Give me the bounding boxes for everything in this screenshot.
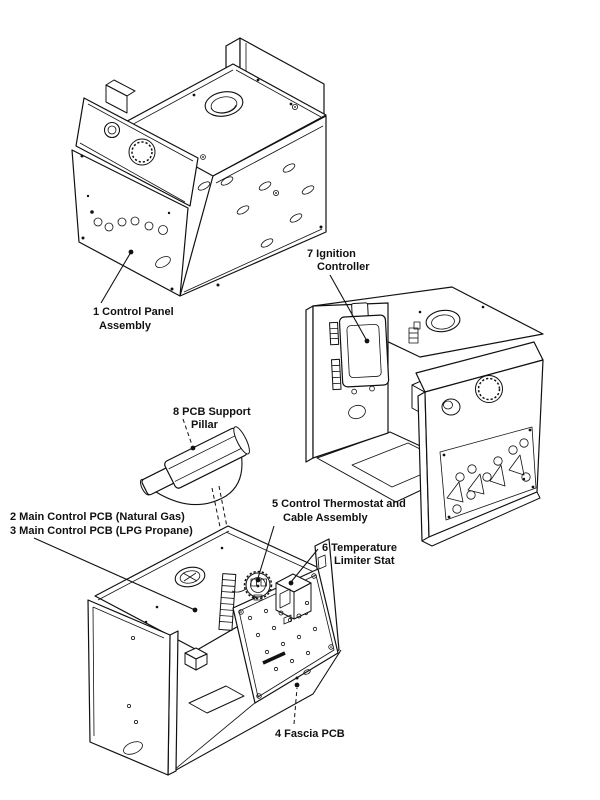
top-grommet-hole-2 [425,309,461,333]
front-panel-holes [90,210,171,268]
leader-part6 [290,548,319,583]
pcb-connector [262,651,286,665]
door-oval-hole [123,741,143,755]
support-pillar [139,426,250,496]
pcb-view-drawing [87,525,342,776]
fascia-knob-small [441,398,461,416]
fascia-knob-large [475,375,503,403]
pcb-support-pillar-detail [139,426,250,567]
label-part8-line1: 8 PCB Support [173,406,251,418]
detail-bubble-arc [155,451,243,506]
label-part1-line2: Assembly [99,320,152,332]
leader-dot-part8 [190,445,196,451]
controller-connectors [329,321,342,391]
control-thermostat [231,570,273,601]
label-plate [188,685,245,714]
leader-dot-part1 [128,249,134,255]
indicator-holes [452,438,531,514]
side-wall-edge [305,305,314,463]
ignition-controller [329,302,390,395]
leader-part8 [182,418,193,446]
leader-part7 [329,274,368,342]
temperature-limiter-stat [275,573,312,625]
cable-clip [408,321,421,344]
label-part2: 2 Main Control PCB (Natural Gas) [10,511,185,523]
front-door-panel [87,599,171,776]
label-part5-line1: 5 Control Thermostat and [272,498,406,510]
ignition-controller-view-drawing [305,286,544,547]
top-panel-bolt [200,104,298,160]
pcb-edge-bracket [184,647,208,671]
label-part7-line2: Controller [317,261,370,273]
wall-oval-hole [348,404,366,420]
side-panel [179,115,327,297]
control-knob-large [128,138,156,166]
top-grommet-hole [204,91,244,117]
label-part1-line1: 1 Control Panel [93,306,174,318]
pcb-grommet [174,566,206,588]
fascia-bottom-edge [421,491,541,547]
leader-dot-part2-3 [192,607,198,613]
leader-part5 [257,525,275,579]
leader-dot-part7 [364,338,370,344]
leader-dot-part4 [294,682,300,688]
terminal-block [105,79,136,114]
leader-dot-part5 [255,577,261,583]
label-part3: 3 Main Control PCB (LPG Propane) [10,525,193,537]
label-part6-line2: Limiter Stat [334,555,395,567]
label-part7-line1: 7 Ignition [307,248,356,260]
leader-part2-3 [33,537,196,611]
igniter-button [103,121,121,139]
indicator-subpanel [439,426,537,521]
control-panel-assembly-drawing [71,37,327,297]
indicator-triangles [446,454,525,503]
label-part6-line1: 6 Temperature [322,542,397,554]
label-part4: 4 Fascia PCB [275,728,345,740]
vent-slots [197,163,315,248]
fascia-pcb-holes [247,594,318,672]
leader-part4 [293,687,298,725]
label-part8-line2: Pillar [191,419,219,431]
coil-component [218,573,237,631]
label-part5-line2: Cable Assembly [283,512,368,524]
leader-part1 [100,251,132,304]
leader-dot-part6 [288,580,294,586]
